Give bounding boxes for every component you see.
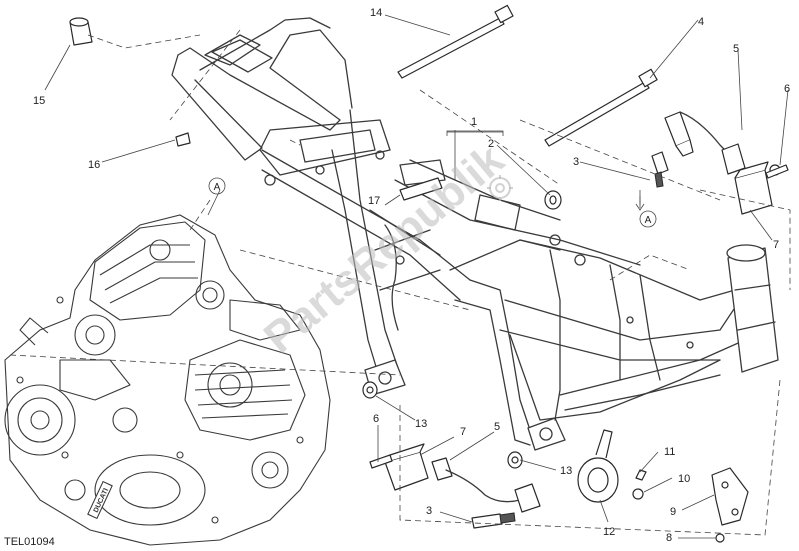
part-15-rubber-bung — [69, 17, 93, 46]
reference-marker-a-right: A — [635, 196, 657, 228]
part-17-sticker — [399, 177, 443, 201]
callout-9: 9 — [670, 506, 676, 518]
part-16-grommet — [175, 132, 191, 147]
callout-1: 1 — [471, 116, 477, 128]
reference-code: TEL01094 — [4, 536, 55, 548]
callout-16: 16 — [88, 159, 100, 171]
part-12-horn — [577, 429, 619, 503]
part-6-bolt-lower — [369, 454, 393, 469]
part-8-screw — [715, 533, 725, 543]
part-11-bolt — [635, 469, 647, 481]
reference-lines — [9, 29, 791, 536]
part-14-long-bolt — [397, 4, 514, 79]
leader-lines — [44, 14, 789, 539]
callout-4: 4 — [698, 16, 704, 28]
part-4-long-bolt — [544, 68, 658, 147]
watermark-gear-icon — [487, 175, 513, 201]
callout-14: 14 — [370, 7, 382, 19]
part-13-bushing-upper — [362, 381, 378, 399]
part-10-nut — [632, 488, 644, 500]
callout-7: 7 — [773, 239, 779, 251]
callout-17: 17 — [368, 195, 380, 207]
part-5-spark-plug-cap-lower — [431, 457, 541, 513]
part-7-ignition-coil-lower — [384, 443, 429, 491]
part-3-spark-plug-upper — [651, 151, 669, 188]
part-6-bolt-upper — [765, 164, 789, 179]
part-2-bushing — [544, 190, 562, 210]
callout-13-lower: 13 — [560, 465, 572, 477]
callout-7-lower: 7 — [460, 426, 466, 438]
svg-text:A: A — [214, 182, 221, 193]
svg-text:A: A — [645, 215, 652, 226]
callout-10: 10 — [678, 473, 690, 485]
callout-8: 8 — [666, 532, 672, 544]
callout-13-upper: 13 — [415, 418, 427, 430]
callout-12: 12 — [603, 526, 615, 538]
callout-5-lower: 5 — [494, 421, 500, 433]
callout-3: 3 — [573, 156, 579, 168]
callout-5: 5 — [733, 43, 739, 55]
part-7-ignition-coil-upper — [734, 161, 781, 215]
reference-marker-a-left: A — [208, 177, 226, 195]
callout-2: 2 — [488, 138, 494, 150]
callout-labels: 1 2 3 4 5 6 7 14 15 16 17 6 13 7 5 13 3 … — [33, 7, 790, 544]
callout-6-lower: 6 — [373, 413, 379, 425]
part-9-bracket — [711, 467, 749, 526]
part-3-spark-plug-lower — [471, 512, 516, 529]
frame-assembly — [171, 17, 779, 451]
callout-6: 6 — [784, 83, 790, 95]
callout-3-lower: 3 — [426, 505, 432, 517]
callout-15: 15 — [33, 95, 45, 107]
part-5-spark-plug-cap-upper — [664, 111, 746, 176]
callout-11: 11 — [664, 446, 675, 458]
part-13-bushing-lower — [507, 451, 523, 469]
engine-assembly: DUCATI — [4, 214, 331, 546]
